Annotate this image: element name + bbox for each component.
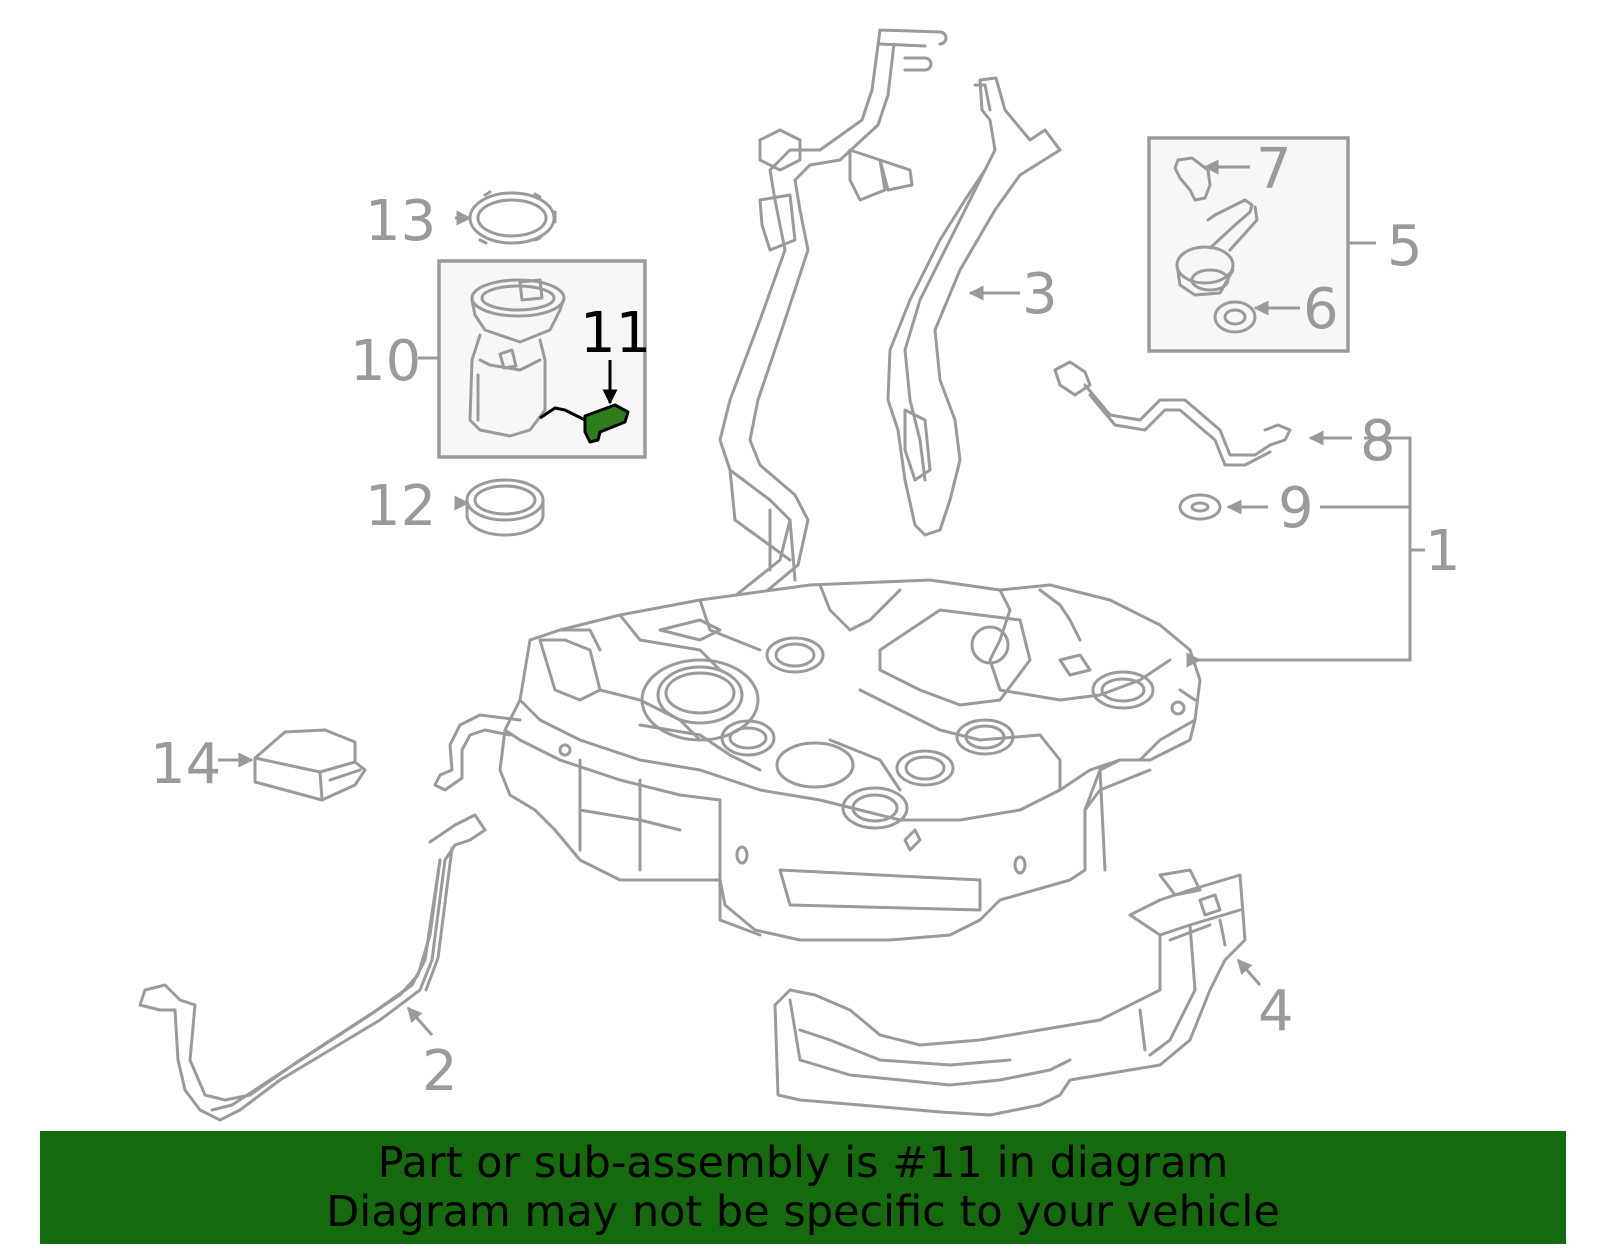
- banner-line-1: Part or sub-assembly is #11 in diagram: [377, 1137, 1229, 1188]
- heat-shield: [773, 868, 1247, 1117]
- filler-cap-group: [1147, 136, 1350, 353]
- callout-labels: 13 10 11 12 3 7 5 6 8 9 1 14 2 4: [150, 137, 1461, 1104]
- callout-lines: [218, 159, 1425, 1036]
- lock-ring: [468, 190, 557, 245]
- callout-12: 12: [365, 474, 436, 539]
- sensor-harness: [1053, 360, 1292, 467]
- vent-shield: [886, 76, 1062, 537]
- callout-5: 5: [1387, 214, 1423, 279]
- control-module: [253, 728, 367, 802]
- tank-strap: [138, 813, 487, 1122]
- callout-11: 11: [580, 301, 651, 366]
- washer: [1178, 493, 1222, 521]
- fuel-level-sensor-highlight: [539, 403, 630, 444]
- callout-4: 4: [1258, 979, 1294, 1044]
- callout-2: 2: [422, 1039, 458, 1104]
- highlighted-part-11: [583, 403, 630, 444]
- filler-pipe: [683, 28, 948, 632]
- pump-seal: [465, 478, 545, 537]
- banner-line-2: Diagram may not be specific to your vehi…: [326, 1186, 1280, 1237]
- callout-3: 3: [1022, 262, 1058, 327]
- info-banner: Part or sub-assembly is #11 in diagram D…: [40, 1131, 1566, 1244]
- fuel-tank: [433, 578, 1202, 942]
- callout-7: 7: [1256, 137, 1292, 202]
- callout-8: 8: [1360, 409, 1396, 474]
- callout-9: 9: [1278, 476, 1314, 541]
- callout-6: 6: [1303, 277, 1339, 342]
- callout-10: 10: [350, 329, 421, 394]
- callout-13: 13: [365, 189, 436, 254]
- callout-14: 14: [150, 732, 221, 797]
- callout-1: 1: [1425, 519, 1461, 584]
